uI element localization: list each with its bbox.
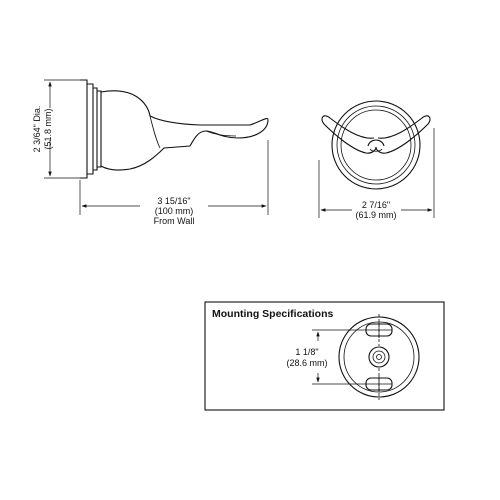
- depth-dimension: 3 15/16" (100 mm) From Wall: [79, 140, 269, 226]
- height-dim-inches: 2 3/64" Dia.: [32, 106, 42, 153]
- height-dim-mm: (51.8 mm): [43, 108, 53, 149]
- hole-spacing-dimension: 1 1/8" (28.6 mm): [286, 329, 366, 385]
- front-view-hook-arms: [321, 115, 431, 154]
- front-view: 2 7/16" (61.9 mm): [318, 100, 435, 220]
- depth-dim-note: From Wall: [154, 216, 195, 226]
- width-dim-mm: (61.9 mm): [355, 210, 396, 220]
- spacing-dim-inches: 1 1/8": [295, 347, 318, 357]
- width-dimension: 2 7/16" (61.9 mm): [318, 128, 435, 220]
- mounting-specifications-panel: Mounting Specifications: [204, 301, 445, 411]
- front-view-base: [331, 100, 421, 190]
- width-dim-inches: 2 7/16": [362, 200, 390, 210]
- mounting-panel-border: [204, 301, 445, 411]
- mounting-bracket: [338, 314, 420, 400]
- side-view-hook-body: [100, 90, 269, 171]
- height-dimension: 2 3/64" Dia. (51.8 mm): [32, 79, 80, 179]
- side-view: 2 3/64" Dia. (51.8 mm) 3 15/16" (100 mm)…: [32, 79, 269, 226]
- depth-dim-inches: 3 15/16": [157, 196, 190, 206]
- depth-dim-mm: (100 mm): [155, 206, 194, 216]
- spacing-dim-mm: (28.6 mm): [286, 358, 327, 368]
- side-view-base: [80, 79, 102, 179]
- mounting-title: Mounting Specifications: [212, 308, 333, 320]
